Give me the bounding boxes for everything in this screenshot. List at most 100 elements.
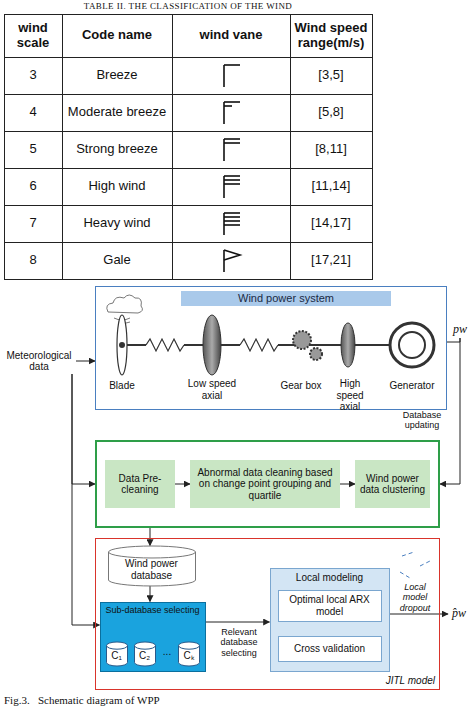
vane-barb [224, 138, 240, 140]
table-cell: Strong breeze [64, 132, 170, 167]
cylinder-outline [134, 642, 155, 666]
output-symbol: pw [450, 322, 470, 338]
cylinder-rim [178, 645, 199, 649]
output-symbol: p̂w [448, 606, 470, 622]
dash [420, 560, 432, 566]
connector [72, 374, 95, 484]
node-text: C₂ [139, 650, 150, 662]
table-cell: Wind speed range(m/s) [292, 15, 370, 56]
sub-database-box: Sub-database selectingC₁ C₂ Cₖ [100, 602, 206, 672]
table-cell: 4 [6, 95, 60, 130]
system-box: Wind power system [95, 286, 447, 410]
table-cell: Moderate breeze [64, 95, 170, 130]
table-cell: 5 [6, 132, 60, 167]
figure-caption: Fig.3. Schematic diagram of WPP [4, 694, 160, 706]
node-text: Cross validation [294, 643, 365, 655]
table-cell: 3 [6, 58, 60, 93]
table-grid [0, 0, 474, 290]
vane-barb [224, 105, 232, 107]
spring-gap [240, 339, 278, 351]
table-cell: [14,17] [292, 206, 370, 241]
local-modeling-box: Local modelingOptimal local ARX modelCro… [270, 568, 390, 672]
table-cell: High wind [64, 169, 170, 204]
edge-label: Database updating [390, 410, 454, 431]
node-text: Wind power data clustering [357, 473, 428, 496]
node-text: Local modeling [296, 572, 363, 584]
connector [150, 528, 151, 546]
spring-gap [146, 339, 184, 351]
generator-inner [399, 332, 425, 358]
table-cell: [8,11] [292, 132, 370, 167]
cylinder-outline [178, 642, 199, 666]
node-text: JITL model [386, 675, 435, 687]
table-cell: 6 [6, 169, 60, 204]
table-cell: Heavy wind [64, 206, 170, 241]
vane-barb [224, 175, 240, 177]
row-line [4, 205, 373, 206]
dash [402, 552, 414, 556]
process-box: Wind power data clustering [355, 460, 430, 508]
dash [400, 572, 410, 578]
connector [76, 361, 95, 362]
col-line [290, 14, 291, 280]
vane-barb [224, 224, 240, 226]
cluster-cylinder: Cₖ [178, 642, 200, 666]
node-text: Wind power system [181, 291, 391, 306]
table-frame [5, 15, 373, 280]
edge-label: Relevant database selecting [208, 627, 270, 658]
col-line [172, 14, 173, 280]
process-box: Abnormal data cleaning based on change p… [190, 460, 340, 508]
gear [310, 348, 322, 360]
node-text: Optimal local ARX model [281, 594, 379, 617]
vane-barb [224, 216, 240, 218]
table-cell: [3,5] [292, 58, 370, 93]
part-name: Generator [384, 380, 440, 392]
node-text: Wind power database [108, 558, 196, 581]
vane-staff [223, 65, 225, 87]
hub [119, 342, 125, 348]
node-text: p̂w [452, 607, 466, 621]
database-cylinder: Wind power database [108, 546, 196, 586]
table-cell: [5,8] [292, 95, 370, 130]
table-cell: [17,21] [292, 243, 370, 278]
vane-barb [224, 101, 240, 103]
vane-barb [224, 183, 240, 185]
row-line [4, 131, 373, 132]
cylinder-rim [134, 645, 155, 649]
cleaning-panel: Data Pre-cleaningAbnormal data cleaning … [95, 440, 440, 528]
table-cell: wind scale [6, 15, 60, 56]
cylinder-rim [106, 645, 127, 649]
callout-note: Local model dropout [392, 582, 438, 613]
vane-barb [224, 179, 240, 181]
cloud [107, 295, 143, 313]
node-text: Abnormal data cleaning based on change p… [194, 467, 336, 502]
high-speed-disk [341, 323, 355, 367]
blade [117, 315, 127, 375]
ellipsis: ... [157, 646, 177, 658]
table-title: TABLE II. THE CLASSIFICATION OF THE WIND [4, 1, 372, 11]
cluster-cylinder: C₂ [134, 642, 156, 666]
low-speed-disk [203, 315, 221, 375]
node-text: Sub-database selecting [105, 605, 199, 615]
table-cell: Breeze [64, 58, 170, 93]
vane-barb [224, 220, 240, 222]
row-line [4, 168, 373, 169]
connector [447, 338, 460, 342]
wind-vane-symbols [224, 65, 240, 272]
node-text: Meteorological data [2, 350, 76, 373]
model-box: Optimal local ARX model [278, 590, 382, 622]
table-cell: [11,14] [292, 169, 370, 204]
cylinder-rim [108, 552, 195, 558]
connector [340, 484, 355, 485]
part-name: High speed axial [326, 378, 374, 413]
vane-flag [224, 250, 240, 260]
node-text: Cₖ [183, 650, 193, 662]
vane-barb [224, 212, 240, 214]
vane-staff [223, 250, 225, 272]
part-name: Blade [100, 380, 144, 392]
model-box: Cross validation [278, 636, 382, 662]
table-cell: wind vane [174, 15, 288, 56]
cylinder-outline [106, 642, 127, 666]
cluster-cylinder: C₁ [106, 642, 128, 666]
